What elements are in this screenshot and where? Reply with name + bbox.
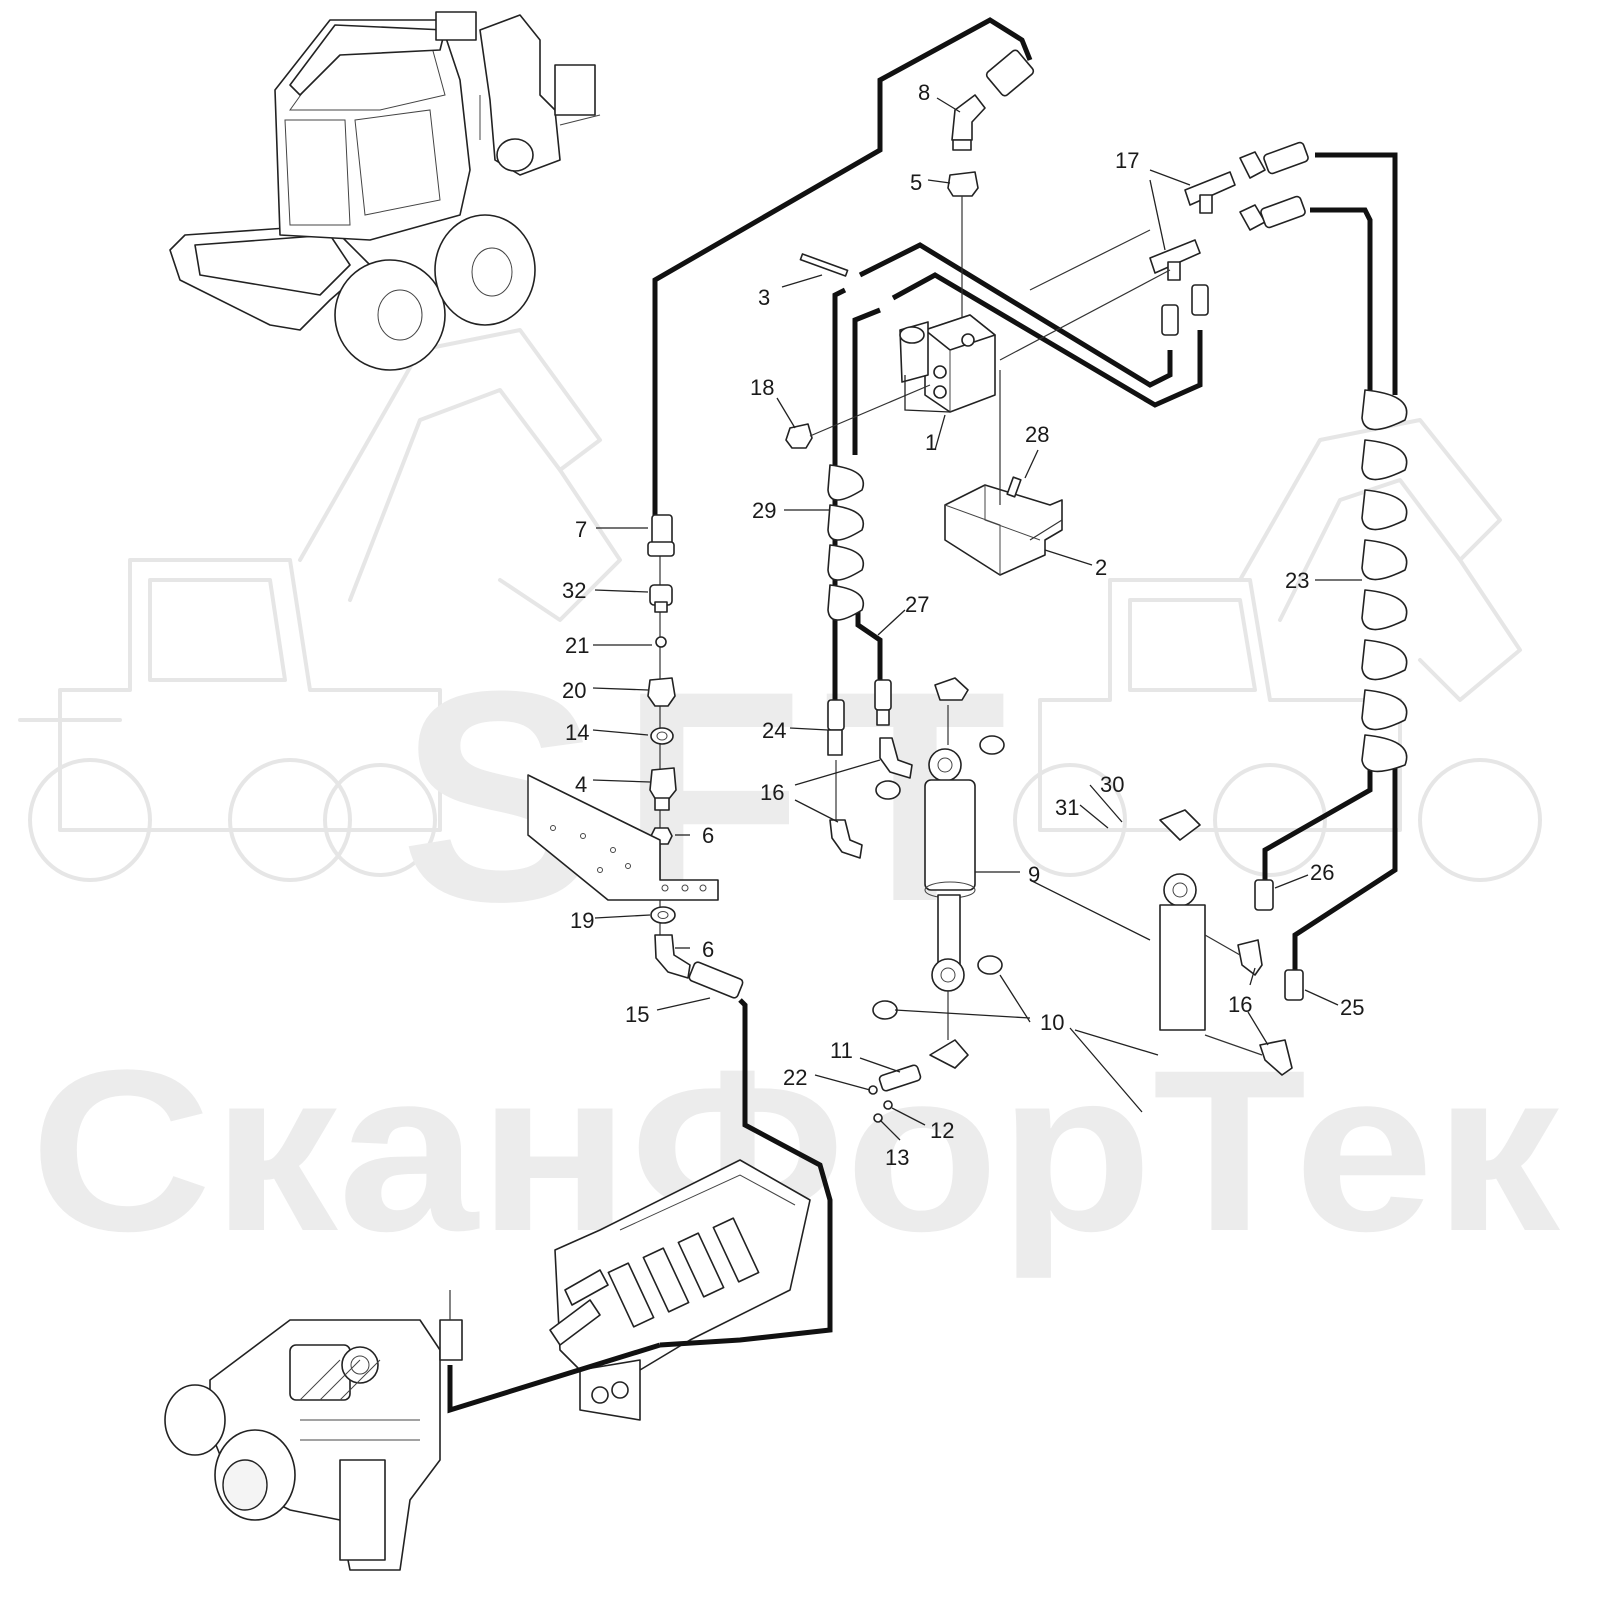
- pin-3: [799, 253, 849, 277]
- callout-9: 9: [1028, 862, 1040, 887]
- hose-upper-loop-2: [891, 272, 1203, 408]
- callout-6-upper: 6: [702, 823, 714, 848]
- cylinder-right: [1159, 809, 1206, 1031]
- callout-10: 10: [1040, 1010, 1064, 1035]
- hose-23-inner: [1310, 207, 1373, 395]
- hose-23-outer: [1315, 152, 1398, 395]
- hose-end-15: [688, 961, 744, 999]
- hose-supply-top: [652, 17, 1033, 515]
- callout-22: 22: [783, 1065, 807, 1090]
- hose-27: [852, 307, 881, 455]
- callout-5: 5: [910, 170, 922, 195]
- callout-15: 15: [625, 1002, 649, 1027]
- callout-12: 12: [930, 1118, 954, 1143]
- clevis-upper: [934, 677, 969, 701]
- hose-23-lower-outer: [1292, 765, 1398, 970]
- fitting-7: [651, 514, 673, 546]
- control-valve-bank: [549, 1159, 811, 1421]
- callout-32: 32: [562, 578, 586, 603]
- callout-29: 29: [752, 498, 776, 523]
- hose-end-8: [985, 49, 1035, 97]
- callout-19: 19: [570, 908, 594, 933]
- callouts: 1 2 3 4 5 6 6 7 8 9 10 11 12 13 14 15 16…: [562, 80, 1364, 1170]
- callout-17: 17: [1115, 148, 1139, 173]
- callout-3: 3: [758, 285, 770, 310]
- callout-1: 1: [925, 430, 937, 455]
- watermark-excavator-left: [18, 328, 622, 882]
- callout-7: 7: [575, 517, 587, 542]
- tee-fittings-17: [999, 141, 1309, 361]
- callout-27: 27: [905, 592, 929, 617]
- elbow-6-lower: [654, 934, 691, 979]
- hose-23-lower-inner: [1262, 765, 1373, 880]
- callout-16-left: 16: [760, 780, 784, 805]
- callout-24: 24: [762, 718, 786, 743]
- elbows-16-left: [827, 679, 913, 859]
- fitting-25: [1284, 969, 1304, 1001]
- callout-18: 18: [750, 375, 774, 400]
- callout-30: 30: [1100, 772, 1124, 797]
- mounting-bracket: [527, 774, 719, 901]
- screw-28: [1006, 476, 1022, 498]
- plug-18: [785, 423, 813, 449]
- fitting-26: [1254, 879, 1274, 911]
- callout-8: 8: [918, 80, 930, 105]
- nut-20: [647, 677, 676, 707]
- callout-21: 21: [565, 633, 589, 658]
- union-4: [649, 767, 677, 801]
- callout-6-lower: 6: [702, 937, 714, 962]
- callout-16-right: 16: [1228, 992, 1252, 1017]
- cylinder-9: [868, 677, 1005, 1123]
- seal-21: [655, 636, 667, 648]
- fitting-stack-left: [527, 514, 744, 999]
- machine-illustration: [169, 11, 601, 371]
- upper-fittings: [947, 49, 1035, 330]
- bracket-2: [944, 370, 1063, 576]
- spiral-guard-29: [827, 464, 865, 621]
- callout-31: 31: [1055, 795, 1079, 820]
- hose-15-to-valve-bank: [659, 998, 833, 1348]
- callout-25: 25: [1340, 995, 1364, 1020]
- callout-23: 23: [1285, 568, 1309, 593]
- callout-13: 13: [885, 1145, 909, 1170]
- callout-11: 11: [830, 1038, 853, 1063]
- hydraulic-pump: [164, 1290, 463, 1571]
- elbows-16-right: [1204, 879, 1304, 1076]
- hoses: [447, 17, 1398, 1414]
- callout-4: 4: [575, 772, 587, 797]
- pin-11: [878, 1064, 922, 1092]
- callout-26: 26: [1310, 860, 1334, 885]
- callout-28: 28: [1025, 422, 1049, 447]
- callout-20: 20: [562, 678, 586, 703]
- valve-block-1: [785, 253, 996, 449]
- washer-14: [650, 727, 674, 745]
- adapter-5: [947, 171, 979, 197]
- clevis-lower: [929, 1039, 969, 1069]
- callout-2: 2: [1095, 555, 1107, 580]
- callout-14: 14: [565, 720, 589, 745]
- hose-upper-loop-1: [858, 242, 1173, 388]
- watermark-logo: SFT: [400, 628, 1027, 964]
- washer-19: [650, 906, 676, 924]
- elbow-8: [951, 94, 986, 141]
- hose-pump-to-valve: [447, 1342, 661, 1414]
- watermark: SFT СканФорТек: [18, 328, 1561, 1279]
- leader-lines: [592, 97, 1362, 1141]
- spiral-guard-23: [1361, 389, 1408, 773]
- watermark-excavator-right: [1013, 418, 1542, 882]
